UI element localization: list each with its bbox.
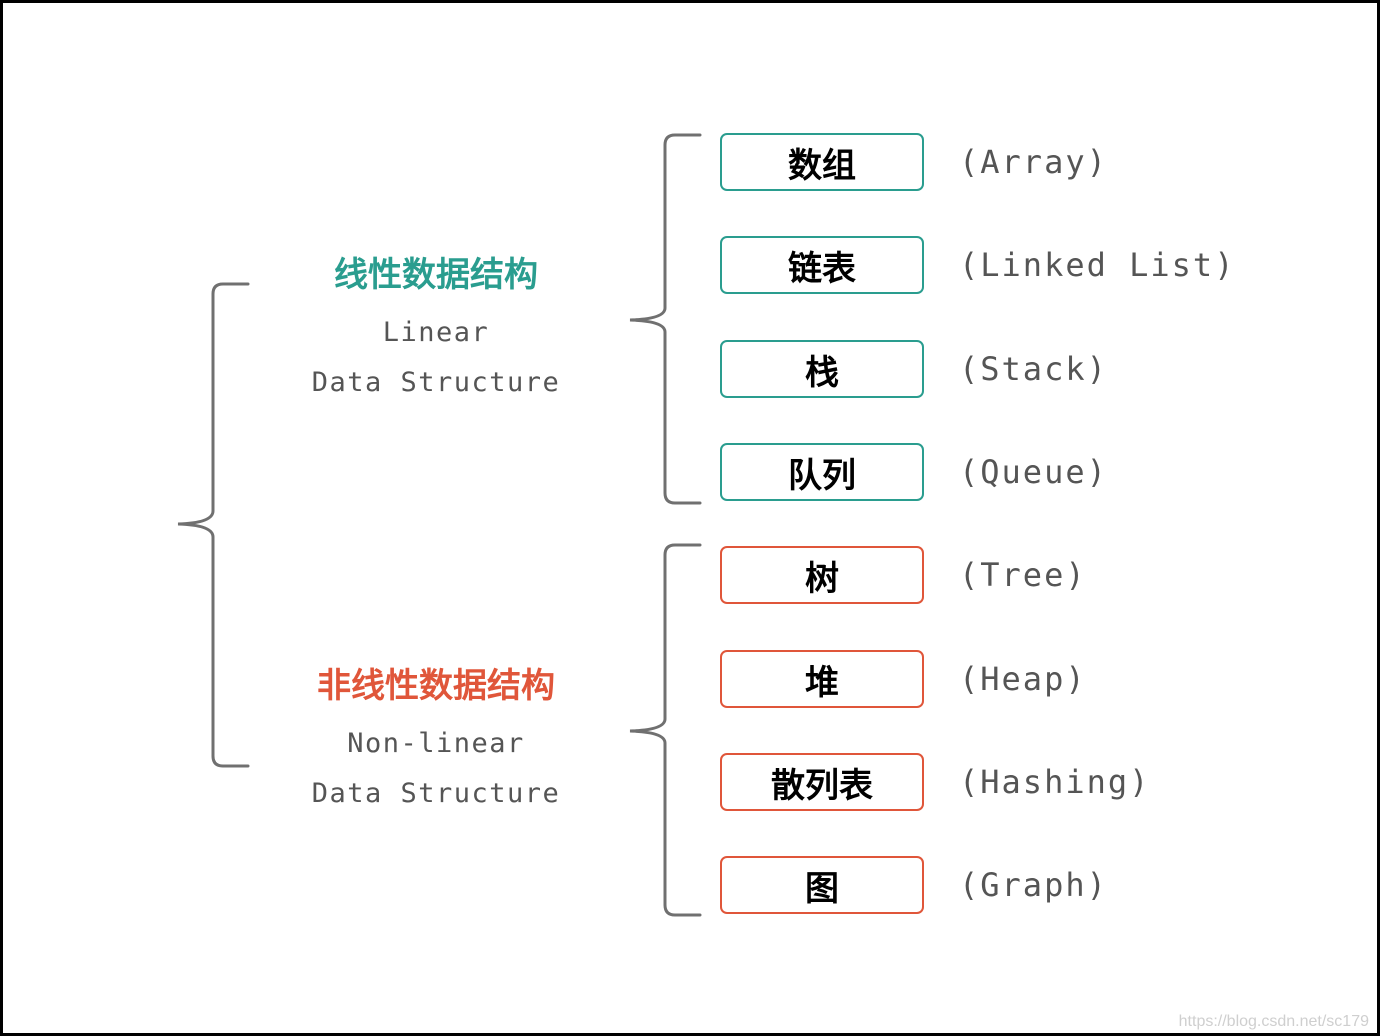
watermark: https://blog.csdn.net/sc179 <box>1178 1013 1369 1030</box>
nonlinear-bracket <box>629 543 702 917</box>
node-linked-list: 链表 <box>720 236 924 294</box>
node-array: 数组 <box>720 133 924 191</box>
outer-bracket <box>177 282 250 768</box>
node-hashing: 散列表 <box>720 753 924 811</box>
linear-bracket <box>629 133 702 505</box>
linear-title: 线性数据结构 <box>334 255 538 295</box>
node-graph-english: (Graph) <box>959 866 1108 904</box>
node-tree-english: (Tree) <box>959 556 1087 594</box>
node-queue: 队列 <box>720 443 924 501</box>
linear-subtitle-line1: Linear <box>382 317 490 348</box>
node-array-english: (Array) <box>959 143 1108 181</box>
node-linked-list-english: (Linked List) <box>959 246 1236 284</box>
node-tree: 树 <box>720 546 924 604</box>
node-queue-english: (Queue) <box>959 453 1108 491</box>
nonlinear-subtitle-line2: Data Structure <box>311 778 561 809</box>
node-heap: 堆 <box>720 650 924 708</box>
linear-subtitle-line2: Data Structure <box>311 367 561 398</box>
node-hashing-english: (Hashing) <box>959 763 1151 801</box>
node-stack-english: (Stack) <box>959 350 1108 388</box>
brackets-layer <box>177 133 702 917</box>
node-stack: 栈 <box>720 340 924 398</box>
node-heap-english: (Heap) <box>959 660 1087 698</box>
nonlinear-subtitle-line1: Non-linear <box>347 728 525 759</box>
nonlinear-title: 非线性数据结构 <box>317 666 555 706</box>
node-graph: 图 <box>720 856 924 914</box>
